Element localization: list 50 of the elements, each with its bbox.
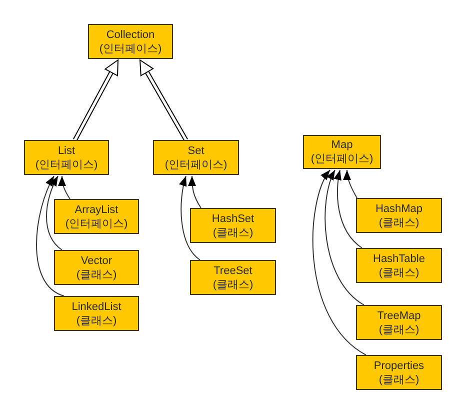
class-name: Vector	[80, 254, 112, 268]
type-label: (클래스)	[378, 216, 420, 230]
class-name: LinkedList	[72, 300, 122, 314]
class-name: ArrayList	[74, 202, 118, 216]
class-name: List	[58, 144, 76, 158]
type-label: (클래스)	[76, 268, 117, 282]
class-box	[54, 250, 139, 285]
class-box	[54, 296, 139, 331]
arrow	[343, 170, 358, 198]
type-label: (클래스)	[378, 322, 420, 336]
class-name: Map	[331, 138, 353, 152]
class-box	[356, 305, 442, 340]
arrow	[58, 176, 70, 200]
arrow	[36, 176, 64, 296]
class-name: Collection	[106, 28, 155, 42]
type-label: (인터페이스)	[35, 158, 98, 172]
type-label: (클래스)	[378, 266, 420, 280]
type-label: (인터페이스)	[65, 216, 128, 230]
class-box	[303, 135, 381, 169]
arrow	[46, 176, 62, 250]
inheritance-arrow	[72, 60, 118, 142]
class-box	[356, 198, 442, 233]
class-box	[54, 199, 139, 234]
type-label: (클래스)	[212, 226, 254, 240]
type-label: (클래스)	[76, 314, 117, 328]
class-box	[190, 260, 276, 295]
class-name: HashTable	[373, 252, 425, 266]
arrow	[179, 176, 200, 260]
arrow	[334, 170, 362, 248]
arrow	[324, 170, 364, 306]
class-name: HashMap	[375, 202, 423, 216]
class-name: HashSet	[212, 212, 254, 226]
class-box	[356, 248, 442, 283]
arrow	[188, 176, 202, 208]
class-name: Set	[188, 144, 204, 158]
class-box	[24, 140, 109, 175]
class-box	[190, 208, 276, 243]
class-name: TreeSet	[214, 264, 252, 278]
type-label: (인터페이스)	[99, 42, 162, 56]
type-label: (클래스)	[212, 278, 254, 292]
class-box	[356, 355, 442, 390]
class-box	[88, 24, 173, 59]
class-box	[153, 140, 239, 175]
class-name: Properties	[374, 358, 424, 372]
inheritance-arrow	[140, 60, 188, 142]
type-label: (인터페이스)	[164, 158, 228, 172]
type-label: (인터페이스)	[310, 152, 374, 166]
type-label: (클래스)	[378, 372, 420, 386]
class-name: TreeMap	[377, 308, 421, 322]
arrow	[312, 170, 366, 356]
